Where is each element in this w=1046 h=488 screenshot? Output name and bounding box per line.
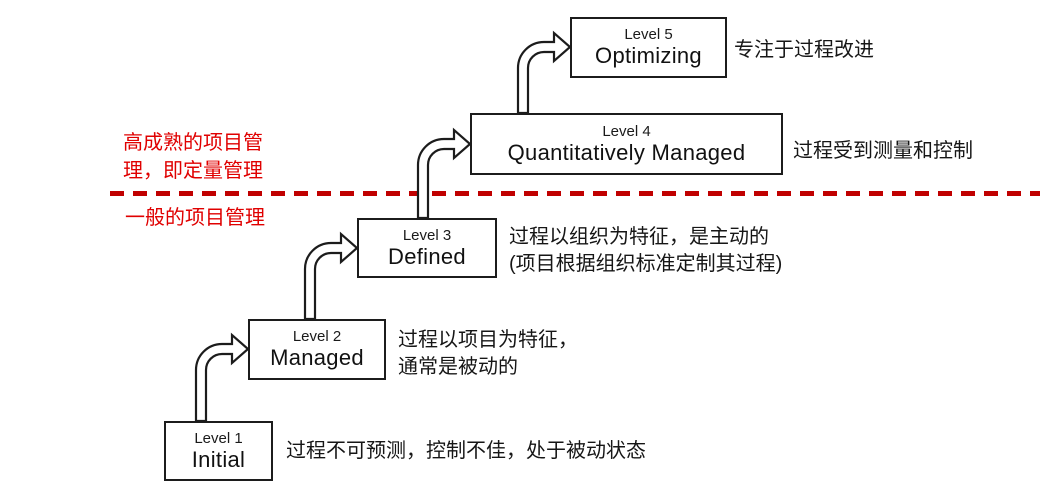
level-4-box: Level 4 Quantitatively Managed: [470, 113, 783, 175]
level-1-box: Level 1 Initial: [164, 421, 273, 481]
lower-region-label: 一般的项目管理: [125, 204, 265, 232]
level2-to-level3-arrow-icon: [303, 231, 359, 321]
level3-to-level4-arrow-icon: [416, 127, 472, 220]
level-3-annotation-line2: (项目根据组织标准定制其过程): [509, 253, 783, 275]
lower-region-label-line1: 一般的项目管理: [125, 207, 265, 229]
level-5-label: Level 5: [624, 26, 673, 44]
level-2-label: Level 2: [292, 328, 342, 346]
upper-region-label-line1: 高成熟的项目管: [123, 132, 263, 154]
level-5-annotation-line1: 专注于过程改进: [734, 39, 874, 61]
level-3-annotation-line1: 过程以组织为特征，是主动的: [509, 226, 769, 248]
level-1-name: Initial: [191, 446, 246, 472]
level-5-box: Level 5 Optimizing: [570, 17, 727, 78]
level-4-label: Level 4: [602, 122, 651, 140]
upper-region-label-line2: 理，即定量管理: [123, 160, 263, 182]
level-4-annotation: 过程受到测量和控制: [793, 138, 973, 165]
level-2-box: Level 2 Managed: [248, 319, 386, 380]
maturity-divider-dashed-line: [110, 191, 1040, 196]
level-4-name: Quantitatively Managed: [507, 139, 746, 165]
level4-to-level5-arrow-icon: [516, 30, 572, 115]
level-5-name: Optimizing: [595, 43, 702, 69]
level-3-name: Defined: [388, 243, 466, 269]
level-2-annotation-line1: 过程以项目为特征，: [398, 329, 578, 351]
level-1-label: Level 1: [194, 429, 243, 447]
upper-region-label: 高成熟的项目管 理，即定量管理: [123, 129, 263, 185]
level-2-annotation: 过程以项目为特征， 通常是被动的: [398, 327, 578, 381]
level-3-box: Level 3 Defined: [357, 218, 497, 278]
level-4-annotation-line1: 过程受到测量和控制: [793, 140, 973, 162]
level-5-annotation: 专注于过程改进: [734, 37, 874, 64]
level-3-annotation: 过程以组织为特征，是主动的 (项目根据组织标准定制其过程): [509, 224, 782, 278]
level-1-annotation-line1: 过程不可预测，控制不佳，处于被动状态: [286, 440, 646, 462]
level-2-name: Managed: [270, 345, 364, 371]
level1-to-level2-arrow-icon: [194, 332, 250, 423]
level-3-label: Level 3: [402, 226, 452, 244]
level-1-annotation: 过程不可预测，控制不佳，处于被动状态: [286, 438, 646, 465]
level-2-annotation-line2: 通常是被动的: [398, 356, 518, 378]
